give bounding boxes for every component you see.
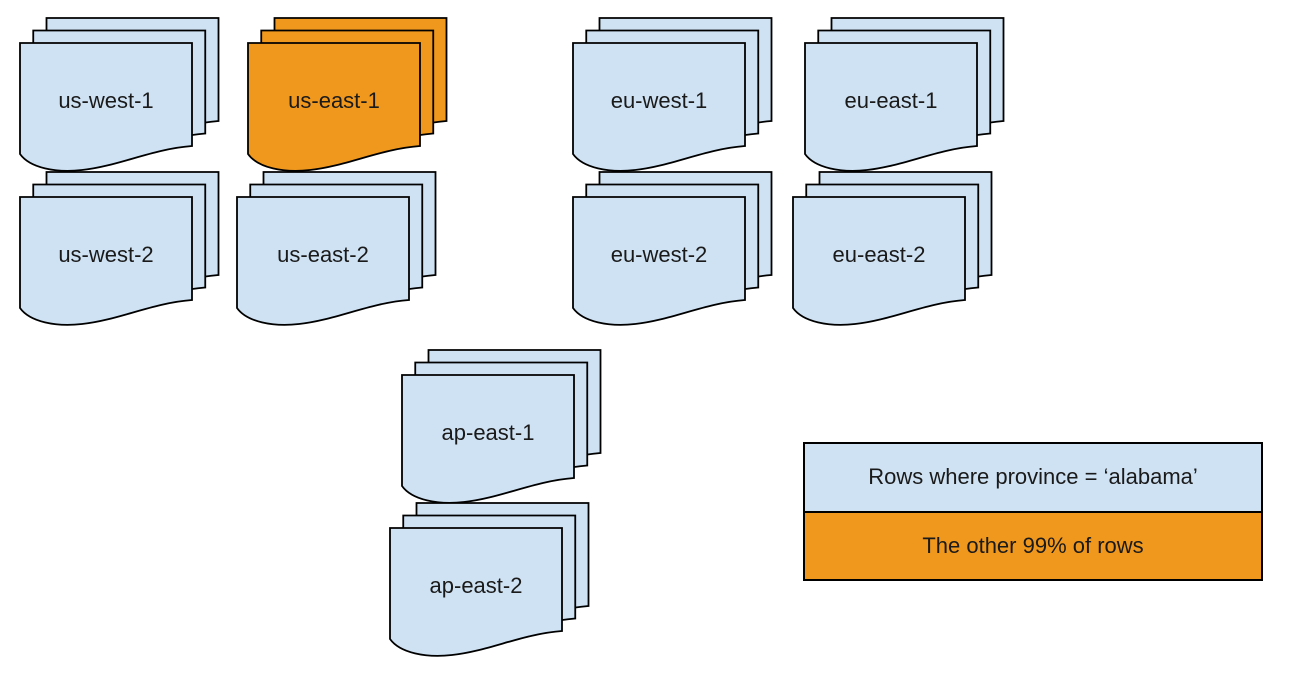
- document-stack-icon: [804, 17, 1005, 172]
- stack-eu-east-1: eu-east-1: [804, 17, 1005, 175]
- document-stack-icon: [19, 171, 220, 326]
- legend-label: Rows where province = ‘alabama’: [868, 464, 1198, 490]
- legend-item-other-rows: The other 99% of rows: [805, 510, 1261, 579]
- legend: Rows where province = ‘alabama’ The othe…: [803, 442, 1263, 581]
- stack-us-east-2: us-east-2: [236, 171, 437, 329]
- stack-us-west-2: us-west-2: [19, 171, 220, 329]
- stack-eu-west-1: eu-west-1: [572, 17, 773, 175]
- legend-item-alabama-rows: Rows where province = ‘alabama’: [805, 444, 1261, 511]
- stack-us-east-1: us-east-1: [247, 17, 448, 175]
- stack-ap-east-2: ap-east-2: [389, 502, 590, 660]
- document-stack-icon: [572, 17, 773, 172]
- document-stack-icon: [572, 171, 773, 326]
- legend-label: The other 99% of rows: [922, 532, 1144, 558]
- document-stack-icon: [401, 349, 602, 504]
- stack-eu-west-2: eu-west-2: [572, 171, 773, 329]
- document-stack-icon: [247, 17, 448, 172]
- document-stack-icon: [389, 502, 590, 657]
- stack-ap-east-1: ap-east-1: [401, 349, 602, 507]
- document-stack-icon: [19, 17, 220, 172]
- document-stack-icon: [236, 171, 437, 326]
- stack-us-west-1: us-west-1: [19, 17, 220, 175]
- document-stack-icon: [792, 171, 993, 326]
- stack-eu-east-2: eu-east-2: [792, 171, 993, 329]
